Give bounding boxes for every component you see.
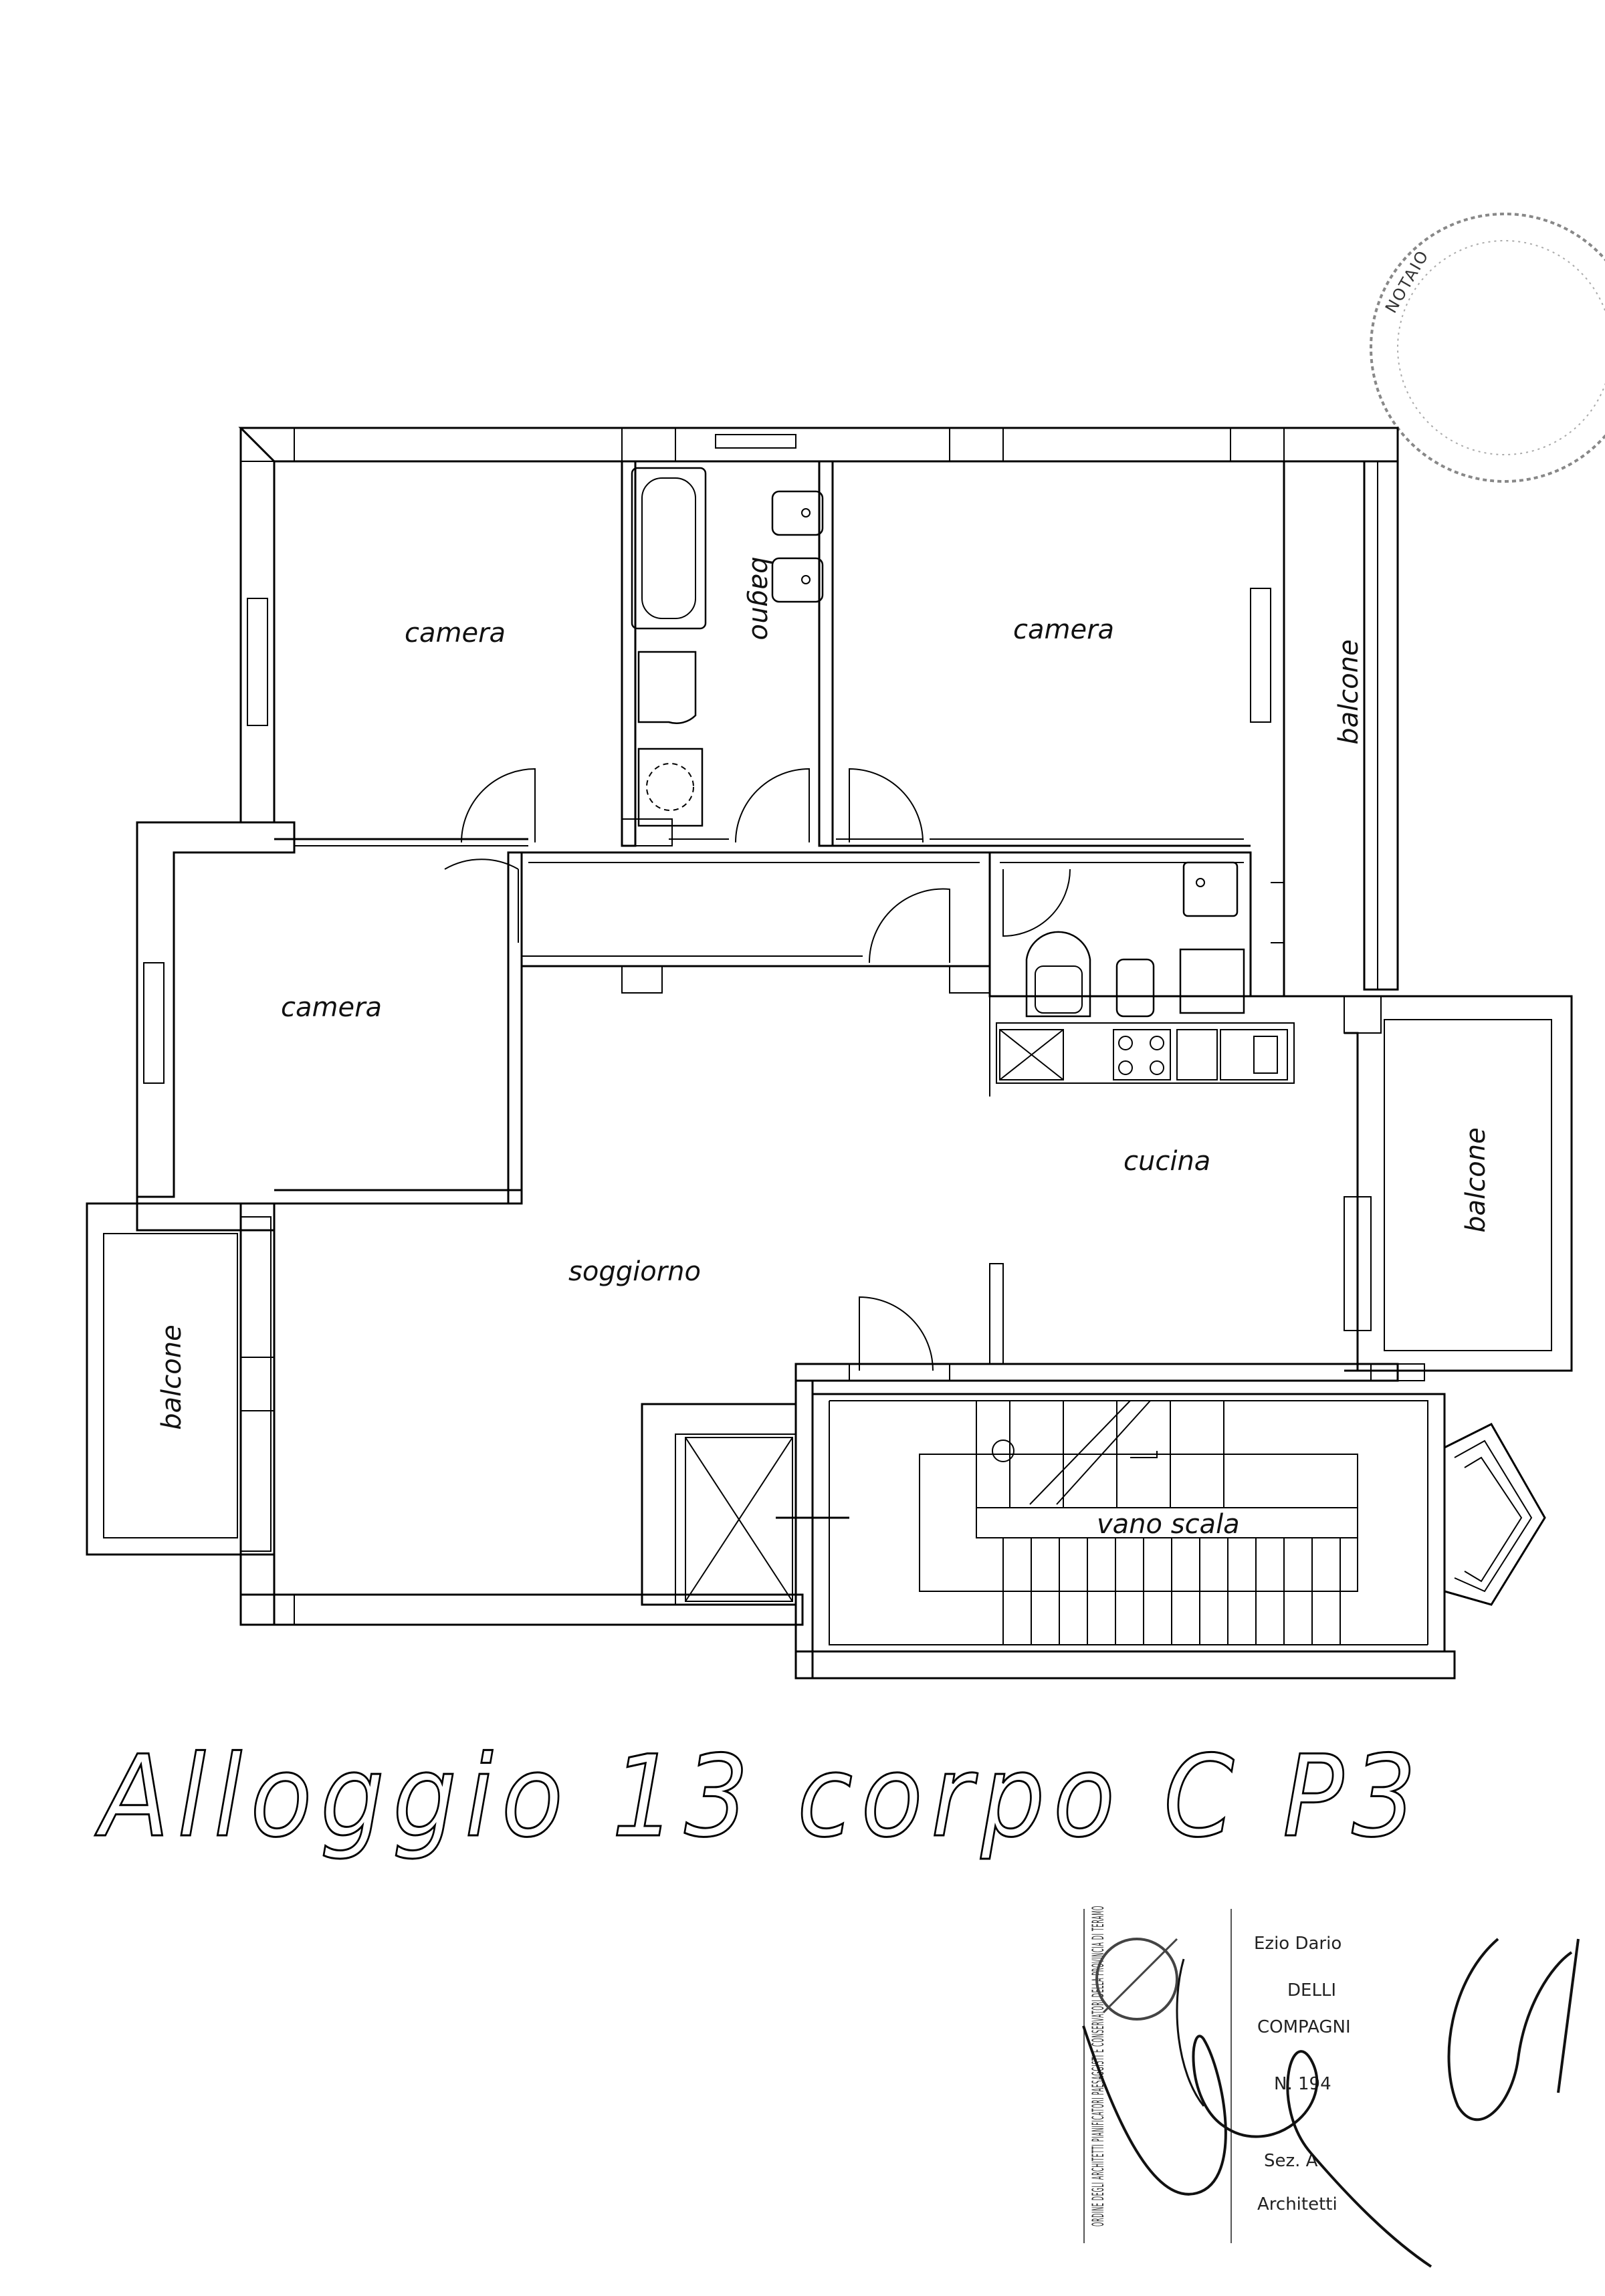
room-label-balcone-3: balcone	[156, 1325, 187, 1429]
stamp-line-2: DELLI	[1287, 1980, 1336, 2000]
room-label-soggiorno: soggiorno	[568, 1256, 701, 1287]
room-label-camera-2: camera	[1013, 614, 1114, 645]
bathroom-fixtures	[631, 467, 824, 827]
room-label-vano-scala: vano scala	[1097, 1509, 1240, 1540]
stamp-line-4: N. 194	[1274, 2074, 1331, 2094]
room-labels: camera bagno camera balcone camera cucin…	[156, 556, 1491, 1540]
room-label-bagno: bagno	[746, 556, 776, 640]
handwritten-signature	[1082, 1938, 1580, 2268]
staircase	[919, 1400, 1358, 1645]
room-label-cucina: cucina	[1124, 1146, 1210, 1177]
stamp-line-6: Architetti	[1257, 2194, 1338, 2214]
stamp-line-1: Ezio Dario	[1254, 1934, 1342, 1954]
interior-walls	[274, 461, 1573, 1680]
room-label-camera-1: camera	[405, 618, 506, 649]
outer-walls	[86, 427, 1399, 1626]
plan-title: Alloggio 13 corpo C P3	[95, 1731, 1424, 1862]
stamp-line-5: Sez. A	[1264, 2151, 1318, 2171]
room-label-camera-3: camera	[281, 992, 382, 1023]
room-label-balcone-1: balcone	[1333, 639, 1364, 744]
doors	[444, 768, 1071, 1371]
seal-text: NOTAIO	[1382, 247, 1432, 316]
kitchen-fixtures	[1025, 861, 1288, 1080]
architect-stamp: ORDINE DEGLI ARCHITETTI PIANIFICATORI PA…	[1083, 1906, 1351, 2243]
room-label-balcone-2: balcone	[1461, 1127, 1491, 1232]
stamp-line-3: COMPAGNI	[1257, 2017, 1351, 2037]
notary-seal: NOTAIO	[1370, 213, 1605, 483]
